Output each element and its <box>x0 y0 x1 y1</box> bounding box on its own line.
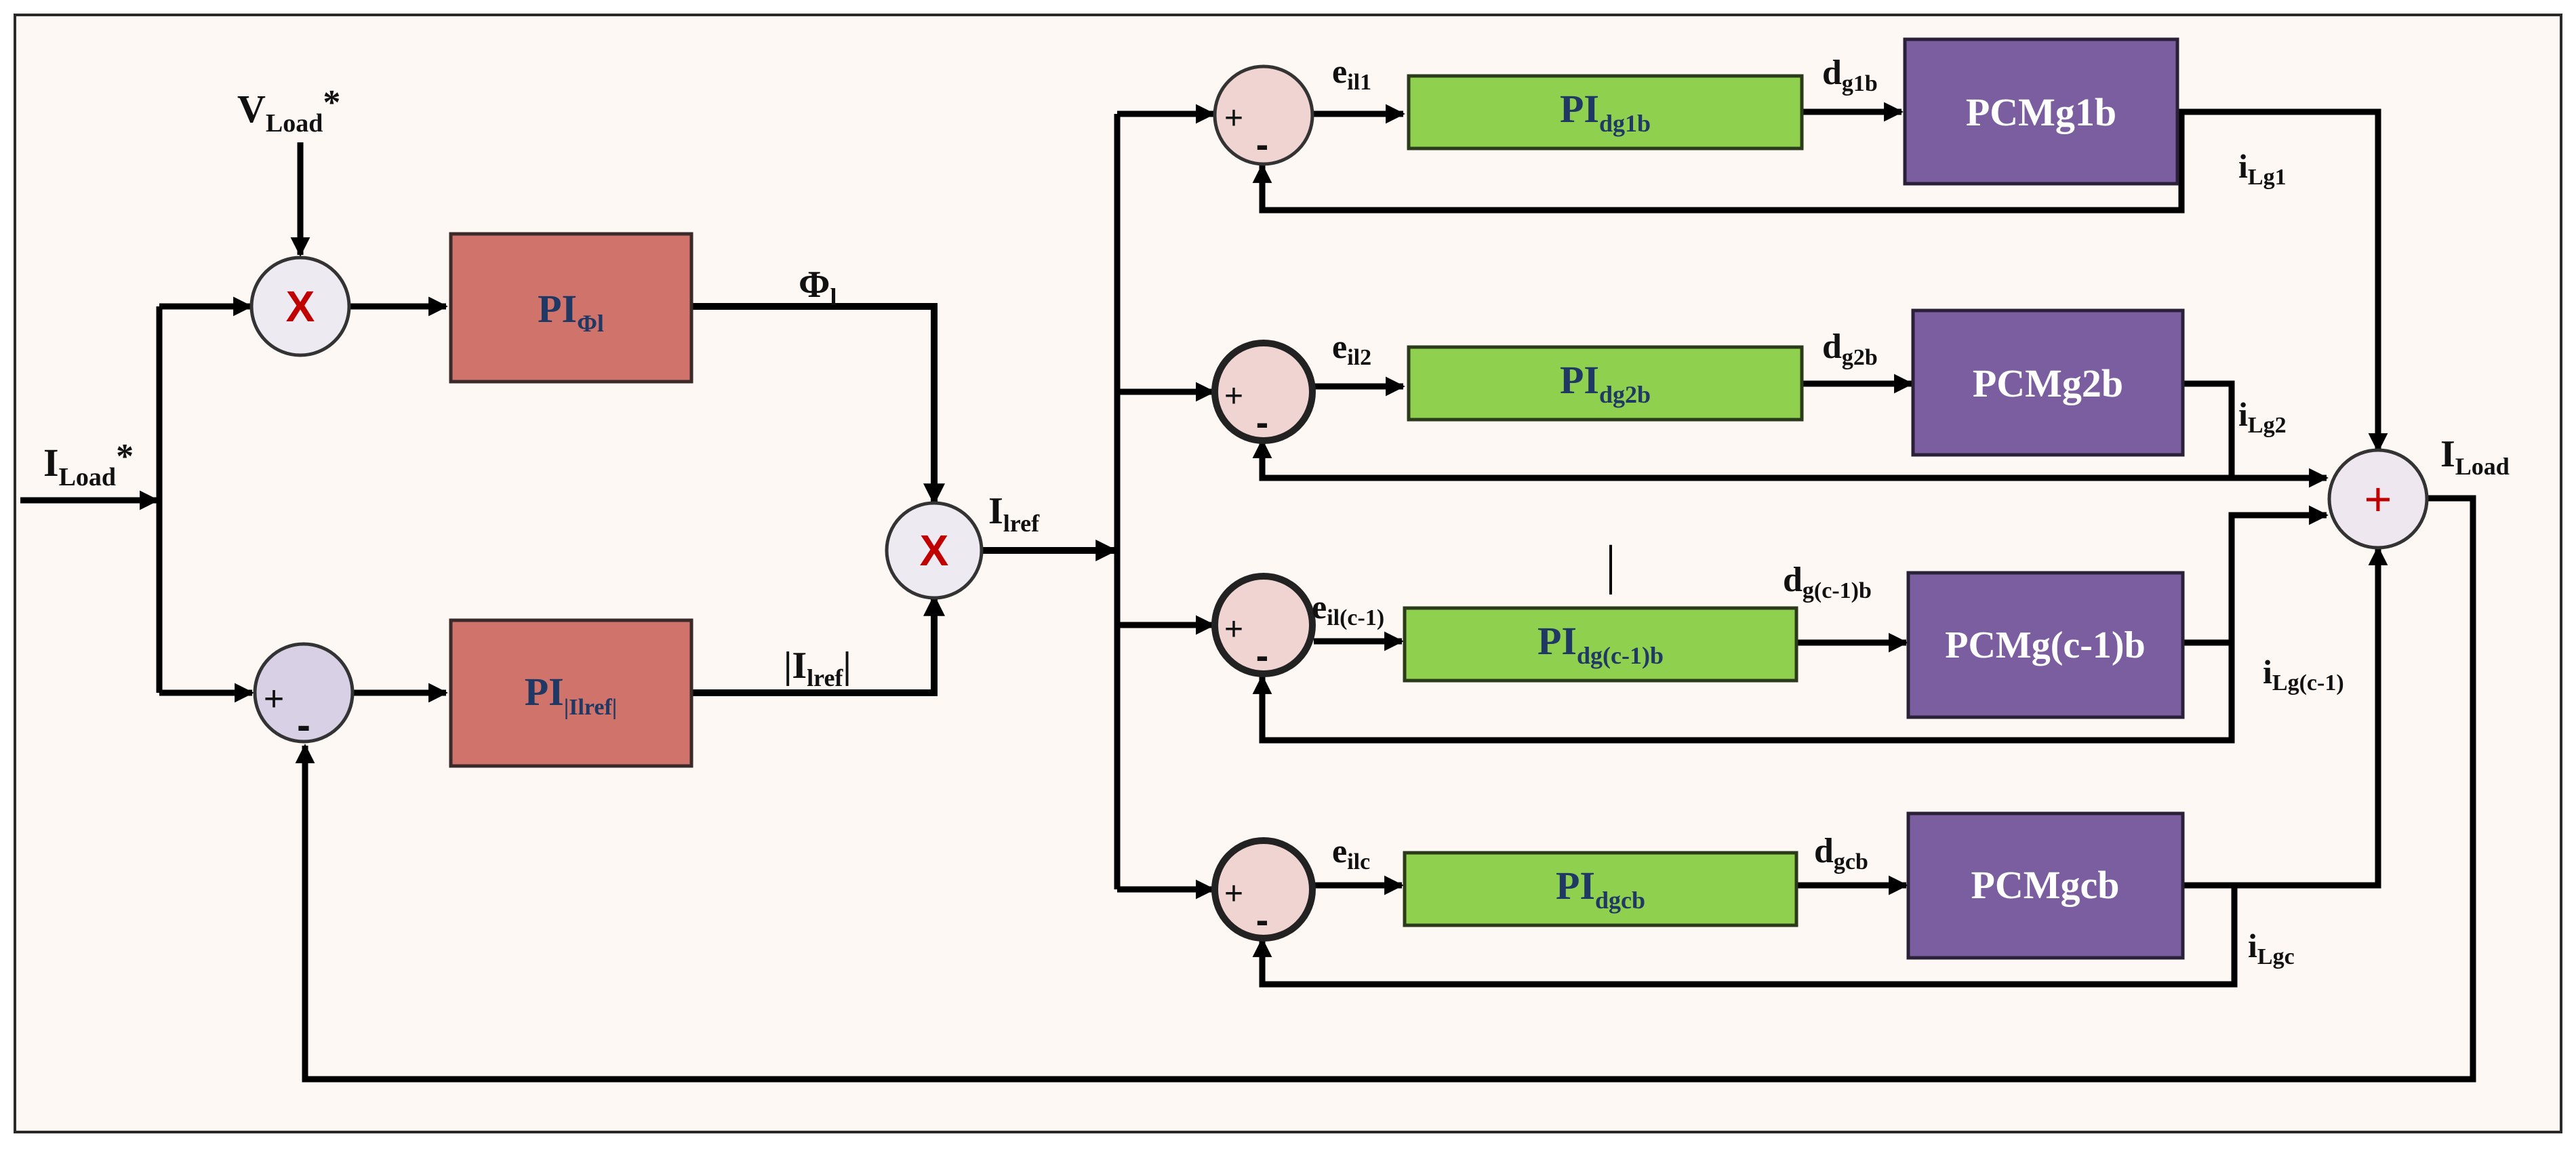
sum-branch-4-plus: + <box>1224 876 1243 912</box>
wire-fb-3 <box>1252 643 2235 744</box>
wire-out-3 <box>2183 505 2329 646</box>
iload-output-label: ILoad <box>2440 433 2510 480</box>
wire-iload-output <box>295 495 2476 1083</box>
final-sum-symbol: + <box>2364 472 2392 525</box>
error-1-label: eil1 <box>1332 52 1371 95</box>
pcm-3-block <box>1906 571 2185 719</box>
continuation-marker: | <box>1605 536 1616 595</box>
pi-branch-4-label: PIdgcb <box>1556 864 1645 914</box>
pi-ilref-label: PI|Ilref| <box>525 670 618 720</box>
sum-branch-3-plus: + <box>1224 611 1243 647</box>
pi-branch-1-block <box>1407 74 1804 150</box>
sum-branch-3-minus: - <box>1256 634 1269 677</box>
wire-fb-4 <box>1252 885 2238 988</box>
sum-branch-1-minus: - <box>1256 123 1269 165</box>
current-1-label: iLg1 <box>2238 147 2287 190</box>
sum-branch-4 <box>1211 837 1316 942</box>
current-4-label: iLgc <box>2248 927 2295 969</box>
wire-fb-1 <box>1252 112 2185 214</box>
pcm-1-label: PCMg1b <box>1966 90 2116 134</box>
wires <box>20 102 2476 1083</box>
wire-fb-2 <box>1252 439 2232 481</box>
duty-4-label: dgcb <box>1814 832 1868 874</box>
pi-branch-2-block <box>1407 345 1804 422</box>
sum-branch-4-minus: - <box>1256 898 1269 941</box>
sum-branch-3 <box>1211 573 1316 677</box>
multiplier-mid-junction <box>885 501 984 600</box>
wire-abs-ilref <box>691 594 946 696</box>
error-2-label: eil2 <box>1332 327 1371 370</box>
pi-branch-1-label: PIdg1b <box>1560 87 1651 137</box>
blocks: PIΦl PI|Ilref| PIdg1b PIdg2b PIdg(c-1)b … <box>449 37 2185 960</box>
pi-phi-label: PIΦl <box>538 287 604 337</box>
pcm-3-label: PCMg(c-1)b <box>1945 624 2145 666</box>
wire-out-1 <box>2179 108 2388 453</box>
current-3-label: iLg(c-1) <box>2263 653 2344 696</box>
sum-branch-1 <box>1213 64 1314 166</box>
wire-out-2 <box>2183 380 2329 488</box>
sum-branch-1-plus: + <box>1224 100 1243 136</box>
multiplier-mid-symbol: X <box>920 526 949 575</box>
wire-phi <box>691 303 946 506</box>
pi-branch-2-label: PIdg2b <box>1560 358 1651 408</box>
pi-phi-block <box>449 232 693 384</box>
sum-branch-2 <box>1211 340 1316 444</box>
pi-branch-3-block <box>1403 606 1798 683</box>
duty-1-label: dg1b <box>1822 54 1878 96</box>
final-sum-junction <box>2327 448 2429 550</box>
pi-ilref-block <box>449 618 693 768</box>
pcm-4-label: PCMgcb <box>1971 863 2119 907</box>
abs-ilref-label: |Ilref| <box>784 645 851 691</box>
duty-2-label: dg2b <box>1822 327 1878 370</box>
sum-branch-2-minus: - <box>1256 401 1269 443</box>
error-3-label: eil(c-1) <box>1312 588 1384 630</box>
error-4-label: eilc <box>1332 832 1370 874</box>
pi-branch-4-block <box>1403 851 1798 927</box>
pcm-2-block <box>1911 308 2185 457</box>
pi-branch-3-label: PIdg(c-1)b <box>1537 619 1664 669</box>
sum-branch-2-plus: + <box>1224 378 1243 414</box>
phi-label: Φl <box>799 264 837 310</box>
pcm-2-label: PCMg2b <box>1973 361 2123 405</box>
multiplier-top-symbol: X <box>286 282 315 331</box>
junctions: X + - X + - + - + - + - + <box>249 64 2429 942</box>
iload-ref-label: ILoad* <box>43 437 134 491</box>
ilref-label: Ilref <box>988 490 1040 537</box>
pcm-1-block <box>1903 37 2179 186</box>
vload-ref-label: VLoad* <box>237 83 340 138</box>
sum-iload-minus: - <box>297 702 310 748</box>
current-2-label: iLg2 <box>2238 395 2287 438</box>
pcm-4-block <box>1906 811 2185 960</box>
signal-labels: VLoad* ILoad* Φl Ilref |Ilref| ILoad eil… <box>43 52 2510 969</box>
sum-iload-plus: + <box>264 679 284 719</box>
duty-3-label: dg(c-1)b <box>1783 561 1872 603</box>
wire-out-4 <box>2183 546 2388 889</box>
sum-iload-junction <box>253 642 355 744</box>
multiplier-top-junction <box>249 256 351 357</box>
